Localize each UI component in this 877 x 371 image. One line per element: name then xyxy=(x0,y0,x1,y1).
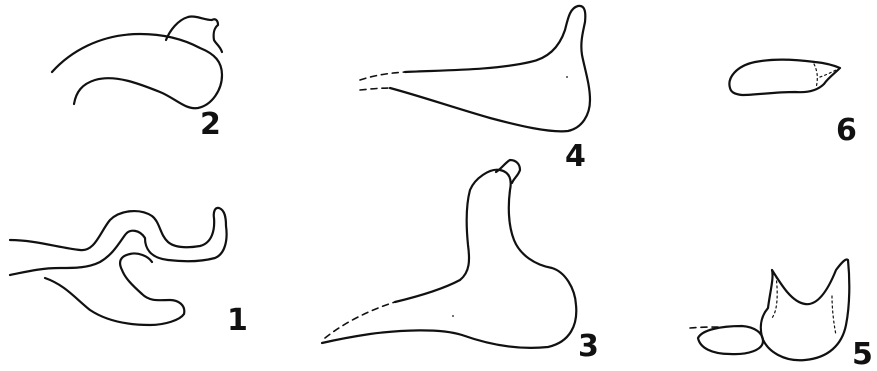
figure-2-drawing xyxy=(52,17,222,109)
figure-2-outer-outline xyxy=(52,34,222,108)
figure-1-number: 1 xyxy=(227,303,248,338)
figure-2-number: 2 xyxy=(200,107,221,142)
figure-4-dot xyxy=(566,76,568,78)
figure-1-upper-outline xyxy=(10,208,227,275)
figure-6-drawing xyxy=(729,60,840,95)
figure-4-number: 4 xyxy=(565,139,586,174)
figure-3-drawing xyxy=(322,160,576,348)
figure-1-drawing xyxy=(10,208,227,325)
figure-2-knob-outline xyxy=(166,17,222,52)
figure-4-dashed-stalk-lower xyxy=(360,88,390,90)
figure-4-outline xyxy=(390,6,590,131)
figure-5-number: 5 xyxy=(852,337,873,371)
figure-5-disc-outline xyxy=(698,326,763,354)
figure-6-dotted-line xyxy=(814,64,817,88)
figure-3-number: 3 xyxy=(578,329,599,364)
figure-4-drawing xyxy=(360,6,590,131)
figure-3-tip-outline xyxy=(496,160,520,183)
figure-6-number: 6 xyxy=(836,113,857,148)
figure-1-lower-outline xyxy=(45,253,184,325)
figure-6-outline xyxy=(729,60,840,95)
figure-3-outline xyxy=(322,170,576,348)
figure-4-dashed-stalk xyxy=(360,72,405,80)
figure-5-drawing xyxy=(690,259,849,360)
figure-5-body-outline xyxy=(761,259,849,360)
figure-5-dotted-line-2 xyxy=(832,296,836,335)
figure-3-dot xyxy=(452,315,454,317)
